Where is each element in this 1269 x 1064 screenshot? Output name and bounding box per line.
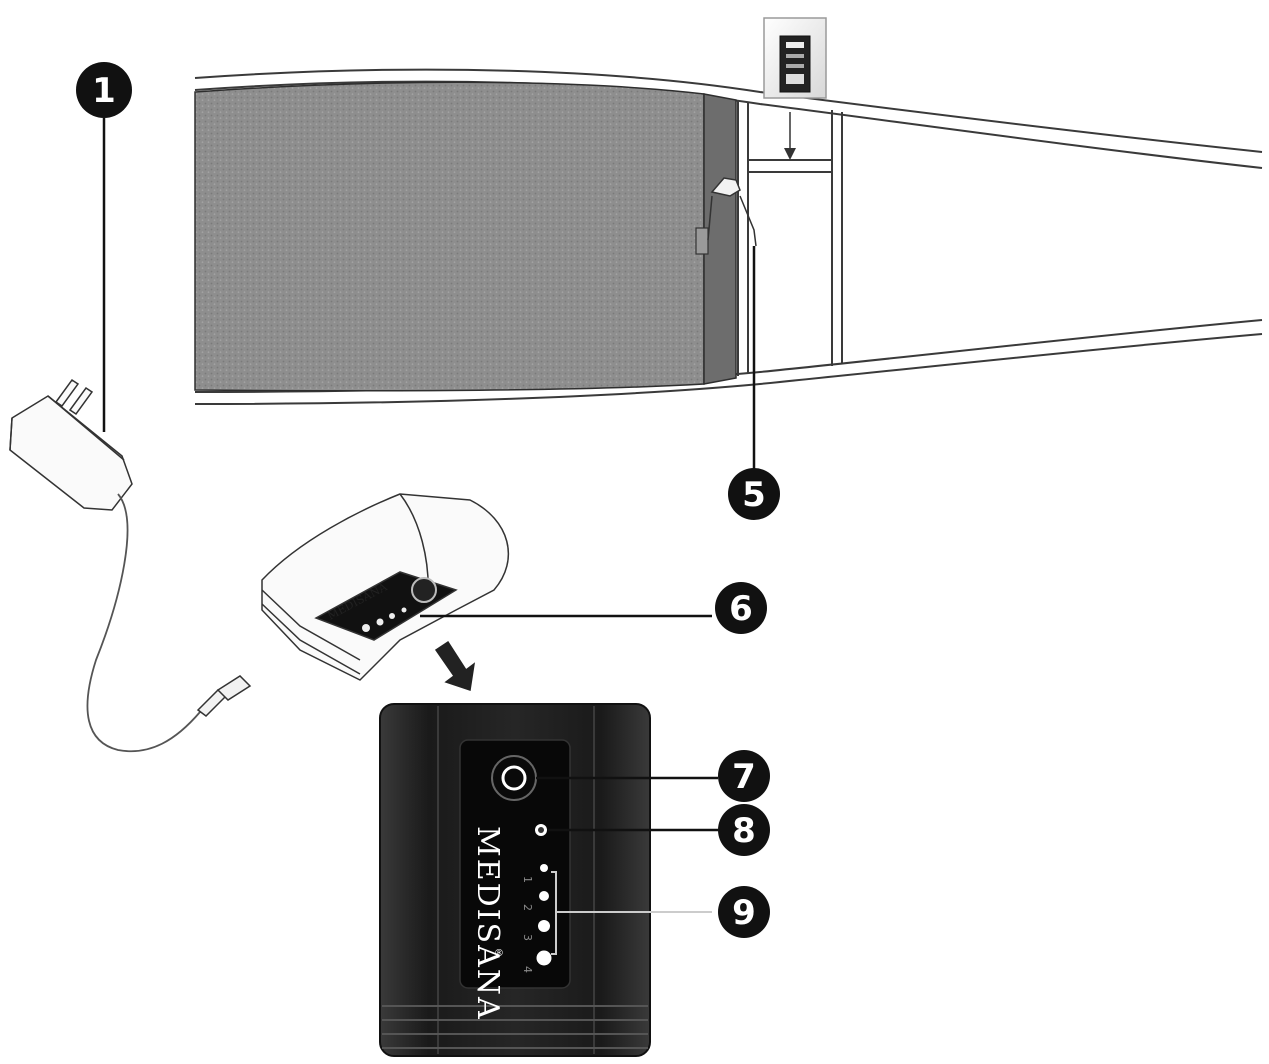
level-2-label: 2 bbox=[521, 904, 534, 911]
level-indicators: 1 2 3 4 bbox=[521, 864, 712, 973]
svg-text:1: 1 bbox=[92, 71, 116, 111]
controller-perspective-leds bbox=[362, 607, 407, 632]
controller-large: MEDISANA ® 1 2 3 4 bbox=[379, 703, 718, 1057]
callout-6: 6 bbox=[715, 582, 767, 634]
level-4-label: 4 bbox=[521, 966, 534, 973]
power-icon bbox=[501, 765, 527, 791]
controller-perspective-power-button bbox=[411, 577, 437, 603]
controller-brand-label: MEDISANA bbox=[470, 826, 505, 1021]
belt-inner-top-edge bbox=[194, 80, 1263, 169]
callout-9: 9 bbox=[718, 886, 770, 938]
callout-5: 5 bbox=[728, 468, 780, 520]
belt bbox=[194, 17, 1263, 472]
level-2-led bbox=[539, 891, 549, 901]
callout-8: 8 bbox=[718, 804, 770, 856]
controller-pocket bbox=[737, 100, 843, 376]
belt-outer-bottom-outline bbox=[194, 333, 1263, 405]
level-4-led bbox=[536, 950, 552, 966]
svg-text:8: 8 bbox=[732, 811, 756, 851]
adapter-prongs bbox=[54, 378, 94, 416]
svg-text:6: 6 bbox=[729, 589, 753, 629]
adapter-cable bbox=[86, 493, 201, 753]
svg-text:7: 7 bbox=[732, 757, 756, 797]
level-1-led bbox=[540, 864, 548, 872]
power-button bbox=[491, 755, 537, 801]
adapter-body bbox=[9, 395, 133, 511]
callout-7: 7 bbox=[718, 750, 770, 802]
controller-registered-mark: ® bbox=[494, 948, 504, 959]
controller-insert-preview bbox=[763, 17, 827, 99]
heating-pad-fabric bbox=[194, 81, 705, 392]
zoom-arrow bbox=[434, 640, 476, 691]
belt-connector-plug bbox=[707, 177, 757, 247]
dc-plug bbox=[196, 675, 252, 717]
level-bracket bbox=[551, 871, 712, 955]
level-3-label: 3 bbox=[521, 934, 534, 941]
level-3-led bbox=[538, 920, 550, 932]
fabric-dark-edge bbox=[703, 93, 737, 385]
svg-text:9: 9 bbox=[732, 893, 756, 933]
belt-outer-outline bbox=[194, 68, 1263, 153]
power-adapter bbox=[9, 118, 252, 753]
fabric-tag bbox=[695, 227, 709, 255]
controller-large-grip-lines bbox=[382, 1005, 648, 1049]
svg-text:5: 5 bbox=[742, 475, 766, 515]
controller-perspective: MEDISANA bbox=[261, 493, 712, 691]
level-1-label: 1 bbox=[521, 876, 534, 883]
callout-1: 1 bbox=[76, 62, 132, 118]
